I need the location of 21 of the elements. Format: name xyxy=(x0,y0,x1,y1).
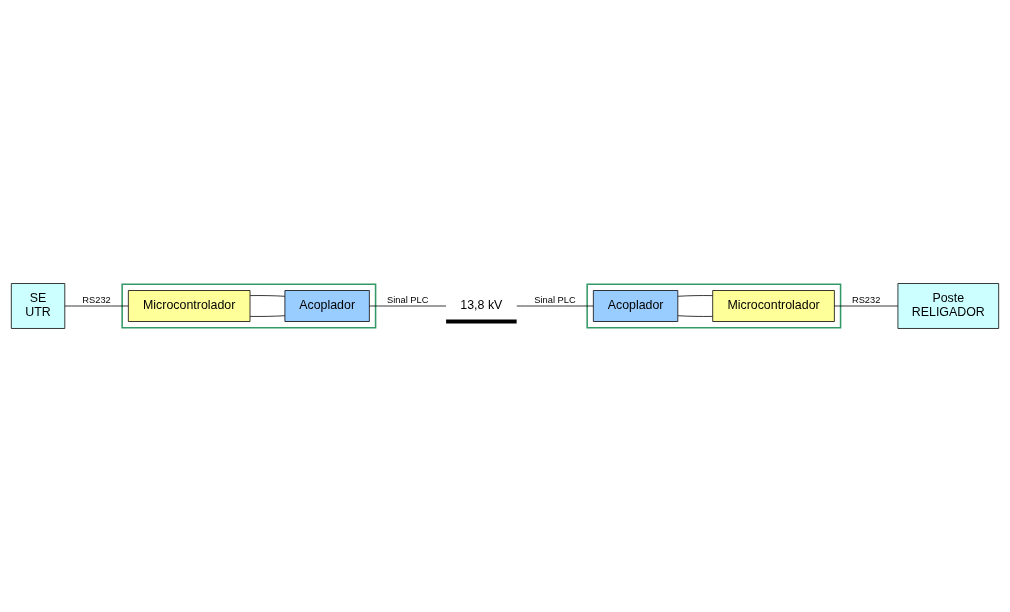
node-box: Acoplador xyxy=(284,290,370,322)
node-box: Poste RELIGADOR xyxy=(897,283,1000,329)
edge-label: RS232 xyxy=(851,295,881,306)
connector xyxy=(834,305,899,307)
edge-label: RS232 xyxy=(82,295,111,306)
edge-label: Sinal PLC xyxy=(534,295,576,306)
node-text: 13,8 kV xyxy=(460,297,503,312)
edge-label: Sinal PLC xyxy=(387,295,429,306)
connector xyxy=(249,315,286,317)
cluster xyxy=(121,283,377,329)
node-box: Acoplador xyxy=(592,290,679,322)
connector xyxy=(64,305,129,307)
node-box: SE UTR xyxy=(10,283,66,329)
connector xyxy=(369,305,447,307)
node-box: Microcontrolador xyxy=(712,290,835,322)
cluster xyxy=(586,283,842,329)
connector xyxy=(516,305,594,307)
connector xyxy=(677,315,713,317)
connector xyxy=(249,295,286,297)
node-box: Microcontrolador xyxy=(127,290,251,322)
connector xyxy=(677,295,713,297)
